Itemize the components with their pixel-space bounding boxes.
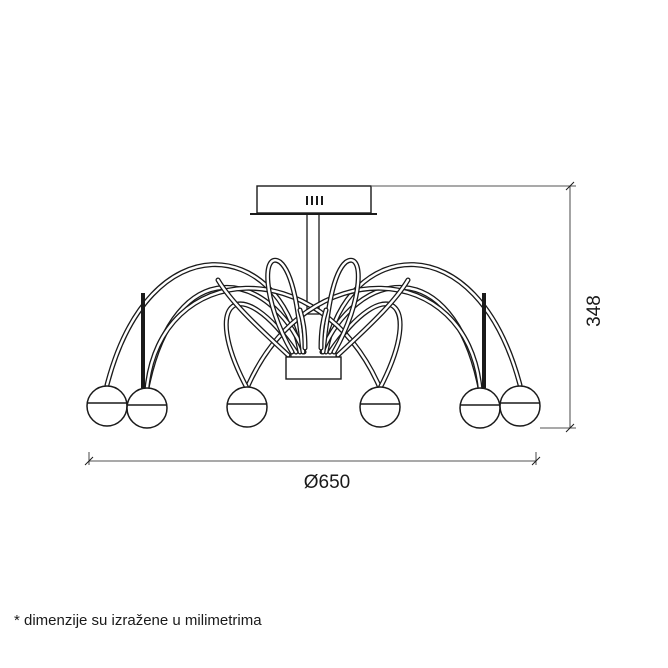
globe-light-6 bbox=[499, 385, 541, 427]
arm-11-inner bbox=[336, 278, 410, 357]
globe-light-1 bbox=[86, 385, 128, 427]
units-footnote: * dimenzije su izražene u milimetrima bbox=[14, 612, 262, 629]
globe-light-4 bbox=[359, 386, 401, 428]
arm-7-inner bbox=[328, 302, 402, 390]
central-stem bbox=[306, 213, 320, 315]
globe-shell bbox=[459, 387, 501, 429]
width-dimension: Ø650 bbox=[84, 452, 541, 493]
height-dimension: 348 bbox=[372, 181, 605, 433]
arm-9-inner bbox=[321, 259, 360, 354]
globe-shell bbox=[499, 385, 541, 427]
globe-light-3 bbox=[226, 386, 268, 428]
arm-0-inner bbox=[105, 263, 302, 387]
arm-12-inner bbox=[298, 308, 307, 350]
arm-10-inner bbox=[216, 278, 290, 357]
globe-light-2 bbox=[126, 387, 168, 429]
curved-arms bbox=[104, 257, 523, 391]
globe-shell bbox=[86, 385, 128, 427]
arm-5-inner bbox=[245, 287, 482, 390]
globe-lights bbox=[86, 385, 541, 429]
globe-shell bbox=[126, 387, 168, 429]
ceiling-canopy bbox=[250, 185, 377, 215]
arm-13-inner bbox=[319, 308, 328, 350]
globe-shell bbox=[226, 386, 268, 428]
globe-light-5 bbox=[459, 387, 501, 429]
vertical-rods bbox=[141, 293, 486, 388]
arm-6-inner bbox=[225, 302, 298, 390]
width-dimension-label: Ø650 bbox=[304, 472, 350, 493]
arm-8-inner bbox=[266, 259, 305, 354]
arm-1-inner bbox=[324, 263, 522, 387]
globe-shell bbox=[359, 386, 401, 428]
height-dimension-label: 348 bbox=[584, 295, 605, 327]
arm-1 bbox=[323, 262, 523, 388]
